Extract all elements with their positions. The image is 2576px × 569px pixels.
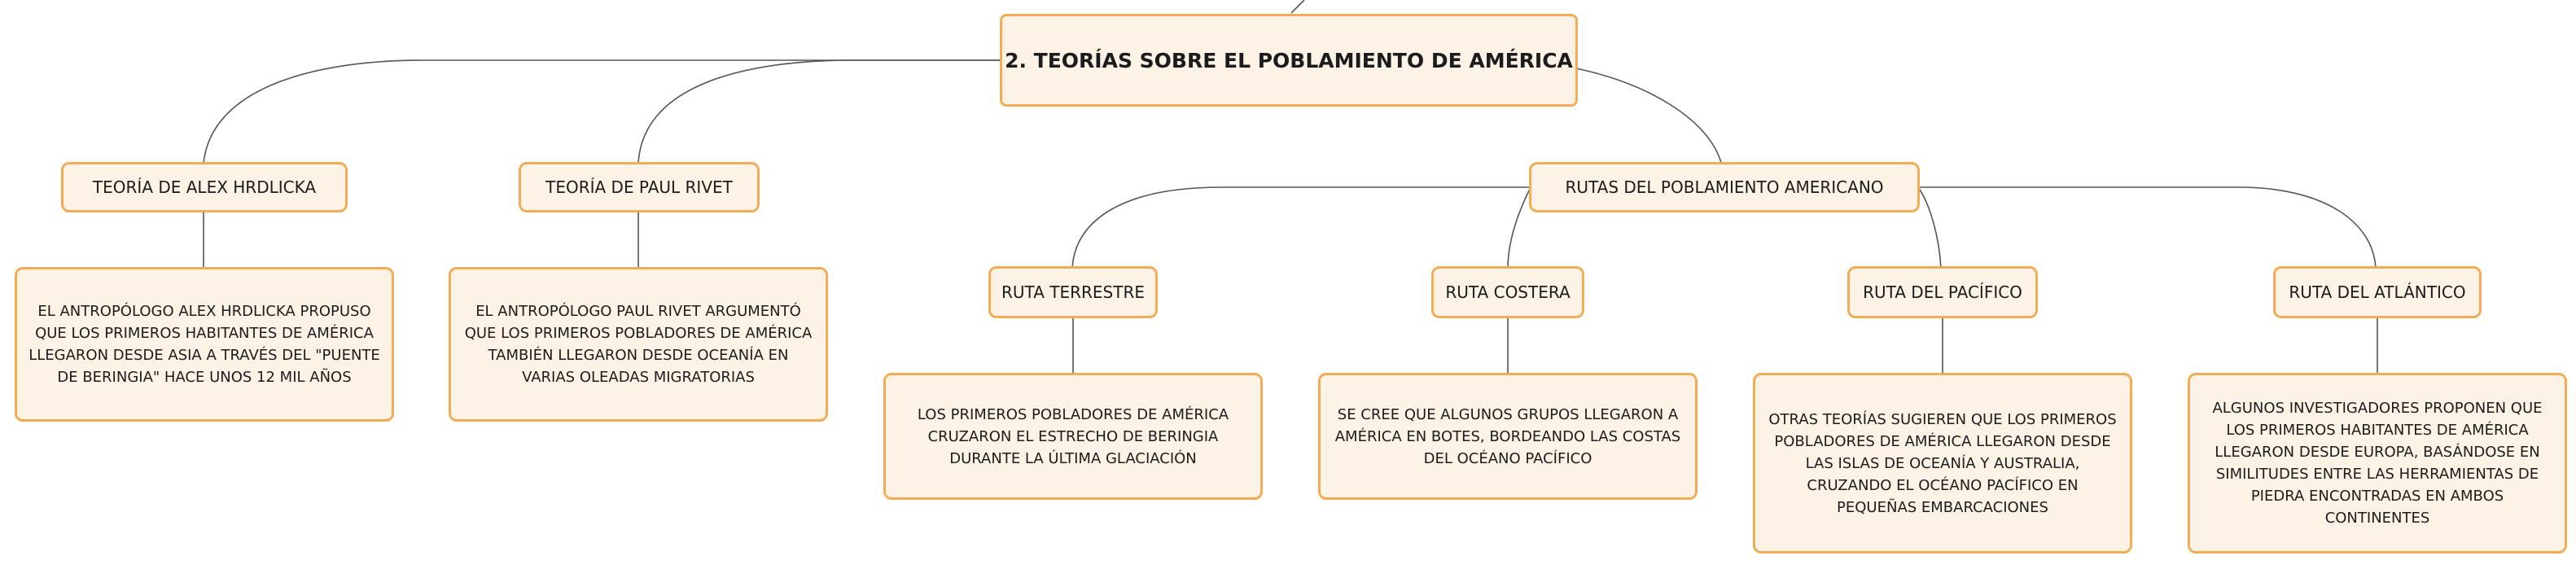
topic-ruta-terrestre-label: RUTA TERRESTRE bbox=[1001, 282, 1145, 302]
topic-ruta-pacifico-label: RUTA DEL PACÍFICO bbox=[1863, 282, 2022, 302]
topic-ruta-atlantico-label: RUTA DEL ATLÁNTICO bbox=[2289, 282, 2466, 302]
topic-hrdlicka[interactable]: TEORÍA DE ALEX HRDLICKA bbox=[61, 162, 348, 212]
connector-incoming bbox=[1290, 0, 1305, 14]
topic-ruta-pacifico[interactable]: RUTA DEL PACÍFICO bbox=[1847, 266, 2038, 318]
connector-routes-terrestre bbox=[1071, 186, 1531, 269]
topic-rivet-description-text: EL ANTROPÓLOGO PAUL RIVET ARGUMENTÓ QUE … bbox=[464, 303, 813, 386]
topic-rivet[interactable]: TEORÍA DE PAUL RIVET bbox=[519, 162, 760, 212]
topic-ruta-pacifico-description[interactable]: OTRAS TEORÍAS SUGIEREN QUE LOS PRIMEROS … bbox=[1753, 373, 2132, 554]
topic-ruta-terrestre-description[interactable]: LOS PRIMEROS POBLADORES DE AMÉRICA CRUZA… bbox=[883, 373, 1263, 500]
topic-ruta-costera-label: RUTA COSTERA bbox=[1445, 282, 1571, 302]
connector-root-routes bbox=[1575, 68, 1722, 164]
root-topic[interactable]: 2. TEORÍAS SOBRE EL POBLAMIENTO DE AMÉRI… bbox=[1000, 14, 1578, 107]
connector-routes-atlantico bbox=[1918, 186, 2377, 269]
connector-root-hrdlicka bbox=[203, 59, 1000, 164]
topic-hrdlicka-description-text: EL ANTROPÓLOGO ALEX HRDLICKA PROPUSO QUE… bbox=[28, 303, 380, 386]
topic-routes[interactable]: RUTAS DEL POBLAMIENTO AMERICANO bbox=[1529, 162, 1920, 212]
connector-routes-costera bbox=[1507, 186, 1531, 269]
topic-rivet-label: TEORÍA DE PAUL RIVET bbox=[545, 177, 733, 197]
topic-ruta-terrestre[interactable]: RUTA TERRESTRE bbox=[988, 266, 1158, 318]
topic-ruta-costera[interactable]: RUTA COSTERA bbox=[1431, 266, 1584, 318]
topic-hrdlicka-label: TEORÍA DE ALEX HRDLICKA bbox=[92, 177, 317, 197]
topic-ruta-atlantico-description[interactable]: ALGUNOS INVESTIGADORES PROPONEN QUE LOS … bbox=[2188, 373, 2567, 554]
connector-root-rivet bbox=[637, 59, 1000, 164]
root-topic-title: 2. TEORÍAS SOBRE EL POBLAMIENTO DE AMÉRI… bbox=[1005, 48, 1573, 72]
topic-ruta-costera-description[interactable]: SE CREE QUE ALGUNOS GRUPOS LLEGARON A AM… bbox=[1318, 373, 1698, 500]
topic-ruta-costera-description-text: SE CREE QUE ALGUNOS GRUPOS LLEGARON A AM… bbox=[1334, 405, 1681, 467]
topic-hrdlicka-description[interactable]: EL ANTROPÓLOGO ALEX HRDLICKA PROPUSO QUE… bbox=[15, 267, 394, 422]
connector-routes-pacifico bbox=[1917, 186, 1942, 269]
topic-ruta-pacifico-description-text: OTRAS TEORÍAS SUGIEREN QUE LOS PRIMEROS … bbox=[1768, 410, 2117, 516]
topic-ruta-atlantico[interactable]: RUTA DEL ATLÁNTICO bbox=[2273, 266, 2482, 318]
topic-rivet-description[interactable]: EL ANTROPÓLOGO PAUL RIVET ARGUMENTÓ QUE … bbox=[449, 267, 828, 422]
topic-routes-label: RUTAS DEL POBLAMIENTO AMERICANO bbox=[1565, 177, 1884, 197]
topic-ruta-terrestre-description-text: LOS PRIMEROS POBLADORES DE AMÉRICA CRUZA… bbox=[917, 405, 1229, 467]
topic-ruta-atlantico-description-text: ALGUNOS INVESTIGADORES PROPONEN QUE LOS … bbox=[2212, 400, 2543, 527]
